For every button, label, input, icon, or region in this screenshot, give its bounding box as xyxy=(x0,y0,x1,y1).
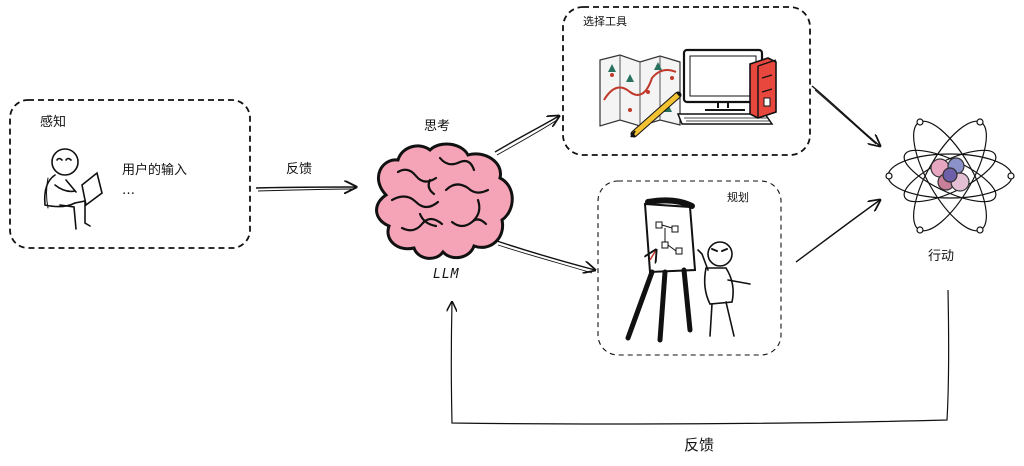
ellipsis-label: … xyxy=(122,183,135,198)
user-input-label: 用户的输入 xyxy=(122,163,188,178)
person-laptop-icon xyxy=(43,148,103,230)
arrow-to-thinking xyxy=(255,187,356,188)
tools-box xyxy=(562,6,811,156)
planning-box xyxy=(597,180,782,356)
computer-icon xyxy=(676,48,774,125)
action-title: 行动 xyxy=(928,249,955,264)
feedback-top-label: 反馈 xyxy=(286,162,313,177)
arrow-planning-to-action xyxy=(795,200,880,263)
perception-box xyxy=(9,99,251,249)
tools-title: 选择工具 xyxy=(583,15,627,28)
perception-title: 感知 xyxy=(40,115,67,130)
planning-title: 规划 xyxy=(727,191,749,204)
llm-label: LLM xyxy=(433,267,460,282)
thinking-title: 思考 xyxy=(424,119,451,134)
arrow-to-planning xyxy=(496,240,595,270)
feedback-bottom-label: 反馈 xyxy=(684,436,715,454)
arrow-tools-to-action xyxy=(811,85,880,146)
presenter-icon xyxy=(697,241,751,337)
atom-icon xyxy=(885,118,1015,234)
map-icon xyxy=(599,54,682,138)
easel-icon xyxy=(625,197,697,343)
feedback-loop-line xyxy=(451,289,950,425)
arrow-to-tools xyxy=(494,116,559,153)
binder-icon xyxy=(749,57,777,119)
brain-icon xyxy=(375,142,514,260)
